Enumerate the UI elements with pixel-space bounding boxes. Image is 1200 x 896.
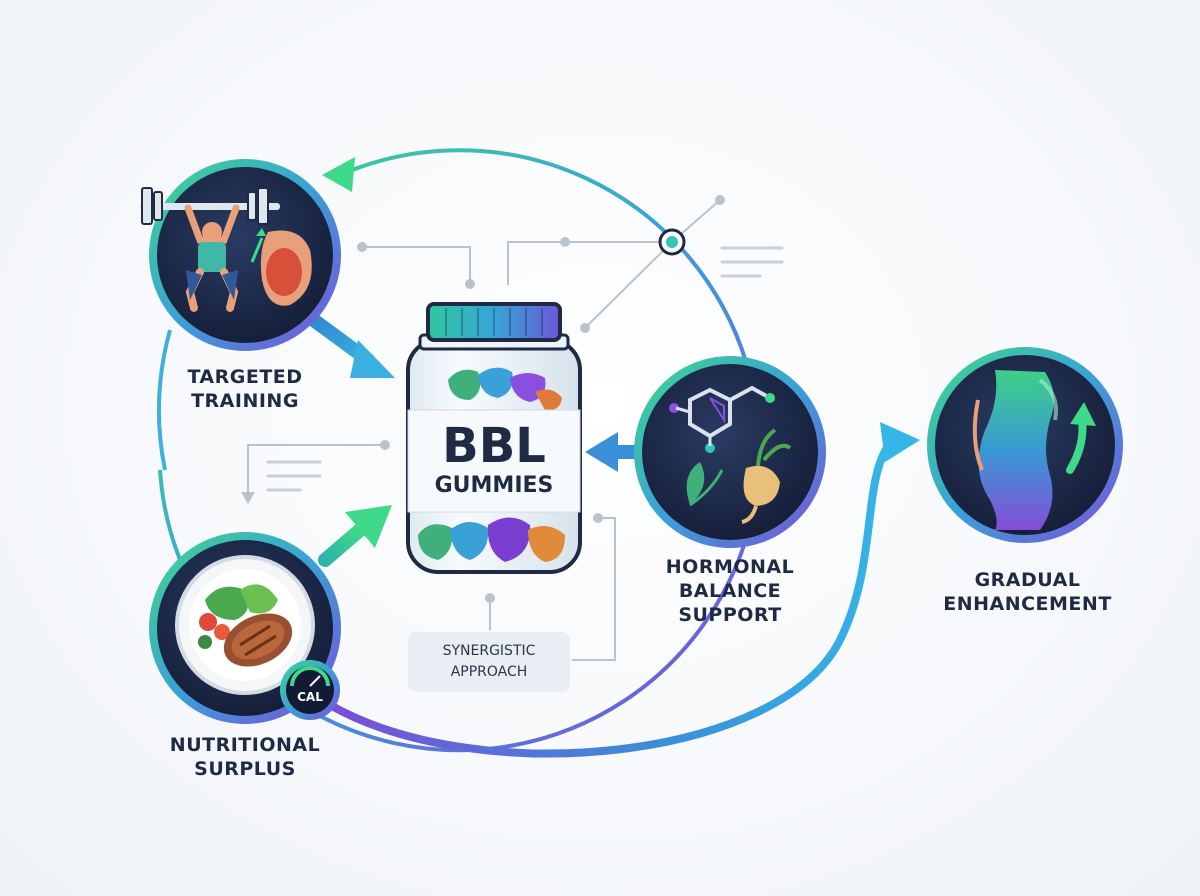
product-subtitle: GUMMIES <box>434 473 554 498</box>
training-label-line2: TRAINING <box>191 390 299 412</box>
calorie-label: CAL <box>297 690 323 704</box>
nutrition-arrowhead <box>345 505 392 548</box>
hormonal-label-line1: HORMONAL <box>665 556 795 578</box>
enhancement-arrow <box>326 434 899 758</box>
decorative-lines-left <box>266 460 322 492</box>
result-label: GRADUAL ENHANCEMENT <box>920 568 1135 616</box>
nutrition-label: NUTRITIONAL SURPLUS <box>140 733 350 781</box>
training-node <box>149 159 341 351</box>
cycle-arrowhead <box>322 157 355 192</box>
enhancement-arrowhead <box>880 422 920 462</box>
steak-plate-icon <box>175 555 315 695</box>
down-arrow-small <box>241 492 255 504</box>
calorie-gauge-icon <box>280 660 340 720</box>
decorative-lines-right <box>720 246 784 278</box>
cycle-arc-left <box>157 329 172 471</box>
hormonal-label: HORMONAL BALANCE SUPPORT <box>635 555 825 627</box>
training-label: TARGETED TRAINING <box>150 365 340 413</box>
hormonal-arrowhead <box>585 432 618 472</box>
approach-line1: SYNERGISTIC <box>442 643 536 659</box>
hormonal-label-line3: SUPPORT <box>678 604 782 626</box>
training-arrowhead <box>350 340 395 378</box>
molecule-herbs-icon <box>669 385 792 524</box>
synergistic-approach-badge: SYNERGISTIC APPROACH <box>408 632 570 692</box>
connector-lines <box>247 199 721 661</box>
hub-node-core <box>666 236 678 248</box>
product-name: BBL <box>442 418 546 474</box>
body-silhouette-icon <box>972 370 1096 530</box>
training-label-line1: TARGETED <box>187 366 303 388</box>
nutrition-label-line2: SURPLUS <box>194 758 296 780</box>
result-label-line2: ENHANCEMENT <box>943 593 1112 615</box>
hormonal-node <box>634 356 826 548</box>
jar-label: BBL GUMMIES <box>408 420 580 500</box>
gummies-jar <box>406 302 582 574</box>
nutrition-label-line1: NUTRITIONAL <box>169 734 321 756</box>
result-label-line1: GRADUAL <box>974 569 1081 591</box>
connector-dots <box>357 195 725 603</box>
nutrition-arrow <box>318 523 367 567</box>
approach-line2: APPROACH <box>450 664 528 680</box>
weightlifting-icon <box>140 187 312 312</box>
hormonal-label-line2: BALANCE <box>678 580 782 602</box>
